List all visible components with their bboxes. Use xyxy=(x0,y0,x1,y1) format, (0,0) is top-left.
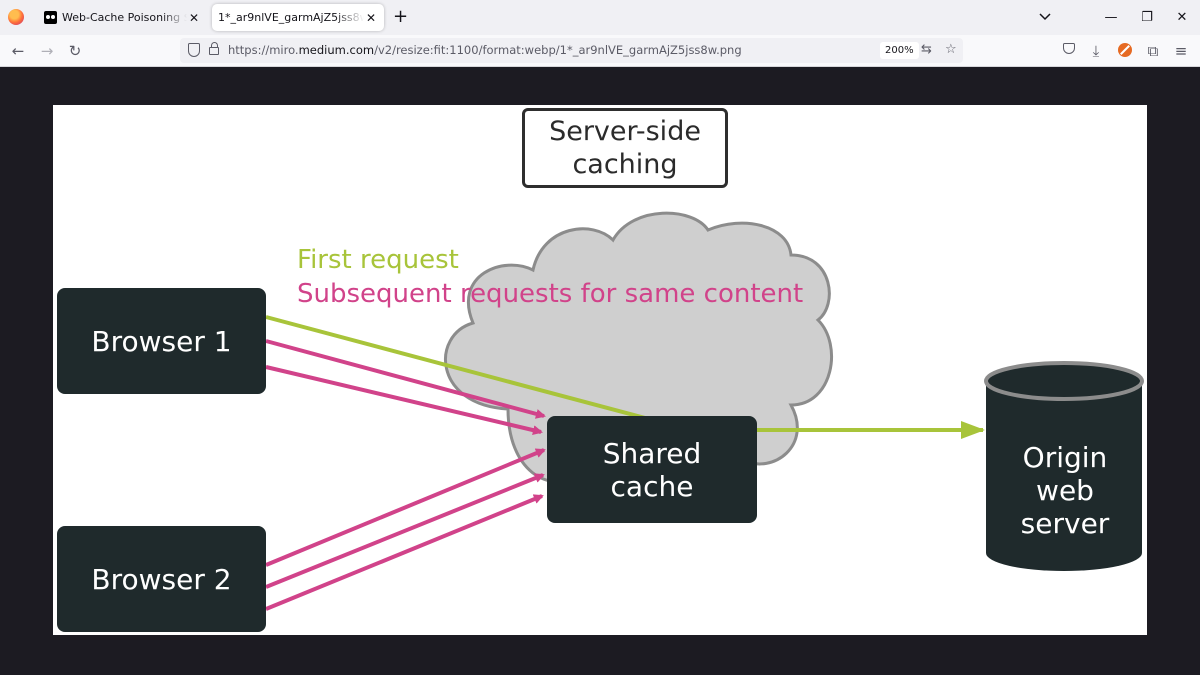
medium-icon xyxy=(44,11,57,24)
extensions-puzzle-icon[interactable]: ⧉ xyxy=(1147,42,1159,60)
origin-server-cylinder xyxy=(984,361,1144,571)
browser-2-label: Browser 2 xyxy=(91,562,232,596)
legend-first-request: First request xyxy=(297,245,459,275)
close-tab-icon[interactable]: ✕ xyxy=(365,10,377,25)
browser-1-box: Browser 1 xyxy=(57,288,266,394)
tab-web-cache-poisoning[interactable]: Web-Cache Poisoning $$$? Wo ✕ xyxy=(38,4,207,31)
lock-icon[interactable] xyxy=(209,42,219,55)
title-line: Server-side xyxy=(549,116,701,147)
tab-title: Web-Cache Poisoning $$$? Wo xyxy=(62,11,187,24)
restore-button[interactable]: ❐ xyxy=(1141,10,1153,25)
diagram-shapes xyxy=(265,211,1144,611)
browser-2-box: Browser 2 xyxy=(57,526,266,632)
downloads-icon[interactable]: ⤓ xyxy=(1092,42,1100,60)
navigation-toolbar: ← → ↻ https://miro.medium.com/v2/resize:… xyxy=(0,35,1200,67)
cache-label: cache xyxy=(610,469,694,503)
reload-icon[interactable]: ↻ xyxy=(68,42,82,60)
tab-title: 1*_ar9nlVE_garmAjZ5jss8w.webp (W xyxy=(218,11,364,24)
window-close-button[interactable]: ✕ xyxy=(1176,10,1188,25)
minimize-button[interactable]: — xyxy=(1104,10,1118,25)
new-tab-button[interactable]: + xyxy=(393,6,409,27)
tab-image[interactable]: 1*_ar9nlVE_garmAjZ5jss8w.webp (W ✕ xyxy=(212,4,384,31)
tab-strip: Web-Cache Poisoning $$$? Wo ✕ 1*_ar9nlVE… xyxy=(0,0,1200,35)
cache-label: Shared xyxy=(602,436,702,470)
bookmark-star-icon[interactable]: ☆ xyxy=(945,42,957,57)
address-bar[interactable]: https://miro.medium.com/v2/resize:fit:11… xyxy=(180,38,963,63)
subsequent-request-arrow xyxy=(265,494,544,611)
browser-1-label: Browser 1 xyxy=(91,324,232,358)
forward-arrow-icon[interactable]: → xyxy=(40,42,54,60)
menu-hamburger-icon[interactable]: ≡ xyxy=(1174,42,1188,60)
subsequent-request-arrow xyxy=(265,339,546,419)
translate-icon[interactable]: ⇆ xyxy=(921,42,932,57)
back-arrow-icon[interactable]: ← xyxy=(11,42,25,60)
legend-subsequent-requests: Subsequent requests for same content xyxy=(297,279,804,309)
url-text[interactable]: https://miro.medium.com/v2/resize:fit:11… xyxy=(228,43,742,57)
firefox-icon[interactable] xyxy=(8,9,24,25)
close-tab-icon[interactable]: ✕ xyxy=(188,10,200,25)
title-line: caching xyxy=(572,149,678,180)
list-all-tabs-icon[interactable] xyxy=(1038,10,1052,24)
tracking-protection-shield-icon[interactable] xyxy=(188,43,200,57)
subsequent-request-arrow xyxy=(265,365,543,436)
pocket-icon[interactable] xyxy=(1063,43,1075,54)
subsequent-request-arrow xyxy=(265,448,546,567)
subsequent-request-arrow xyxy=(265,473,545,589)
ublock-extension-icon[interactable] xyxy=(1118,43,1132,57)
zoom-level-button[interactable]: 200% xyxy=(880,42,919,59)
